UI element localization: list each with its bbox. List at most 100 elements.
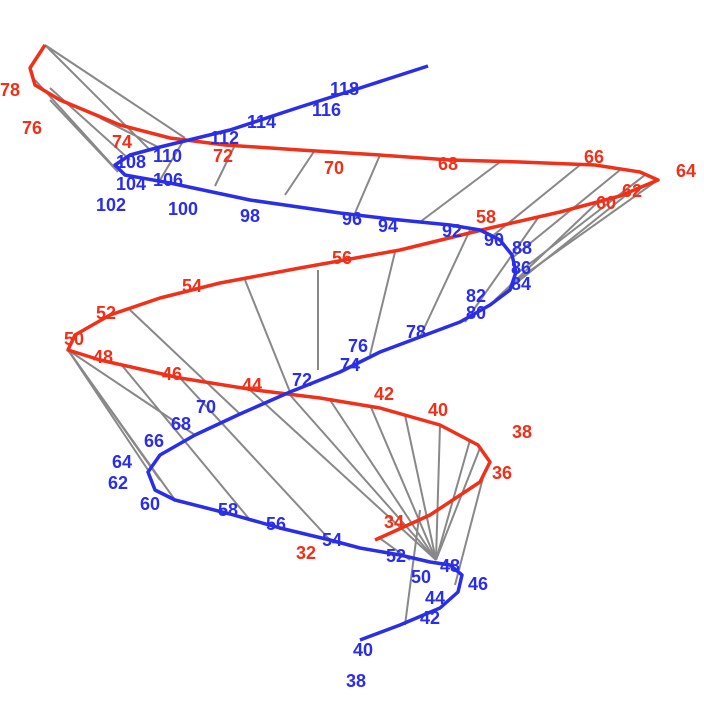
red-strand-label: 46 <box>162 364 182 384</box>
red-strand-label: 76 <box>22 118 42 138</box>
blue-strand-label: 78 <box>406 322 426 342</box>
blue-strand-label: 50 <box>411 567 431 587</box>
rung-line <box>67 349 149 471</box>
rung-line <box>419 229 471 338</box>
blue-strand-label: 110 <box>153 146 182 166</box>
blue-strand-label: 54 <box>322 530 342 550</box>
red-strand-label: 44 <box>242 375 262 395</box>
blue-strand-label: 98 <box>240 206 260 226</box>
red-strand-label: 58 <box>476 207 496 227</box>
red-strand-label: 36 <box>492 463 512 483</box>
rung-line <box>514 174 646 276</box>
blue-strand-label: 100 <box>168 199 198 219</box>
rung-line <box>284 149 316 196</box>
red-strand-label: 56 <box>332 248 352 268</box>
blue-strand-label: 72 <box>292 370 312 390</box>
blue-strand-label: 82 <box>466 286 486 306</box>
rung-line <box>244 279 291 393</box>
blue-strand-label: 48 <box>440 556 460 576</box>
red-strand-label: 34 <box>384 512 404 532</box>
blue-strand-label: 74 <box>340 355 360 375</box>
red-strand-label: 60 <box>596 193 616 213</box>
red-strand-label: 50 <box>64 329 84 349</box>
red-strand-label: 38 <box>512 422 532 442</box>
rung-line <box>129 309 241 415</box>
blue-strand-label: 94 <box>378 216 398 236</box>
red-strand <box>28 44 660 542</box>
rung-line <box>369 251 396 356</box>
blue-strand-label: 112 <box>210 128 239 148</box>
blue-strand-label: 64 <box>112 452 132 472</box>
rung-line <box>67 349 196 436</box>
blue-strand-label: 80 <box>466 303 486 323</box>
blue-strand-label: 92 <box>442 221 462 241</box>
rung-line <box>369 404 437 561</box>
blue-strand-label: 102 <box>96 195 126 215</box>
rung-line <box>404 509 421 626</box>
blue-strand-label: 86 <box>511 258 531 278</box>
blue-strand-label: 70 <box>196 397 216 417</box>
rung-line <box>249 389 437 561</box>
red-strand-label: 62 <box>622 181 642 201</box>
rung-line <box>49 99 119 173</box>
blue-strand-label: 66 <box>144 431 164 451</box>
rung-line <box>354 154 381 214</box>
red-strand-label: 42 <box>374 384 394 404</box>
rung-line <box>179 377 331 541</box>
blue-strand-label: 62 <box>108 473 128 493</box>
red-strand-label: 52 <box>96 303 116 323</box>
rung-line <box>404 414 437 561</box>
rung-line <box>435 424 441 561</box>
red-strand-label: 78 <box>0 80 20 100</box>
blue-strand-label: 96 <box>342 209 362 229</box>
blue-strand-label: 42 <box>420 608 440 628</box>
labels: 3234363840424446485052545658606264666870… <box>0 79 696 691</box>
blue-strand-label: 56 <box>266 514 286 534</box>
blue-strand-label: 40 <box>353 640 373 660</box>
blue-strand-label: 90 <box>484 230 504 250</box>
blue-strand-label: 44 <box>425 588 445 608</box>
blue-strand-label: 88 <box>512 238 532 258</box>
red-strand-label: 70 <box>324 158 344 178</box>
blue-strand <box>113 64 518 642</box>
rung-line <box>504 191 631 293</box>
rung-line <box>511 169 621 259</box>
rung-line <box>435 447 481 561</box>
red-strand-label: 68 <box>438 154 458 174</box>
red-strand-label: 66 <box>584 147 604 167</box>
rung-line <box>464 214 541 323</box>
rung-line <box>454 469 486 586</box>
rung-line <box>329 399 437 561</box>
blue-strand-label: 84 <box>511 274 531 294</box>
red-strand-label: 74 <box>112 132 132 152</box>
blue-strand-label: 76 <box>348 336 368 356</box>
blue-strand-label: 108 <box>116 152 146 172</box>
rung-line <box>214 144 236 187</box>
rung-line <box>159 137 186 181</box>
blue-strand-label: 106 <box>153 170 183 190</box>
red-strand-label: 32 <box>296 543 316 563</box>
rung-line <box>289 394 437 561</box>
rung-line <box>419 161 501 223</box>
blue-strand-label: 116 <box>312 100 341 120</box>
red-strand-label: 54 <box>182 276 202 296</box>
rung-line <box>489 164 581 239</box>
red-strand-label: 48 <box>93 347 113 367</box>
blue-strand-label: 38 <box>346 671 366 691</box>
blue-strand-label: 60 <box>140 494 160 514</box>
rung-line <box>44 44 186 139</box>
blue-strand-label: 58 <box>218 500 238 520</box>
red-strand-label: 72 <box>213 146 233 166</box>
red-strand-label: 64 <box>676 161 696 181</box>
blue-strand-label: 68 <box>171 414 191 434</box>
red-strand-label: 40 <box>428 400 448 420</box>
rung-line <box>509 181 656 286</box>
blue-strand-label: 46 <box>468 574 488 594</box>
blue-strand-label: 104 <box>116 174 146 194</box>
blue-strand-label: 52 <box>386 546 406 566</box>
blue-strand-label: 114 <box>247 112 276 132</box>
blue-strand-label: 118 <box>330 79 359 99</box>
rung-line <box>44 44 151 151</box>
